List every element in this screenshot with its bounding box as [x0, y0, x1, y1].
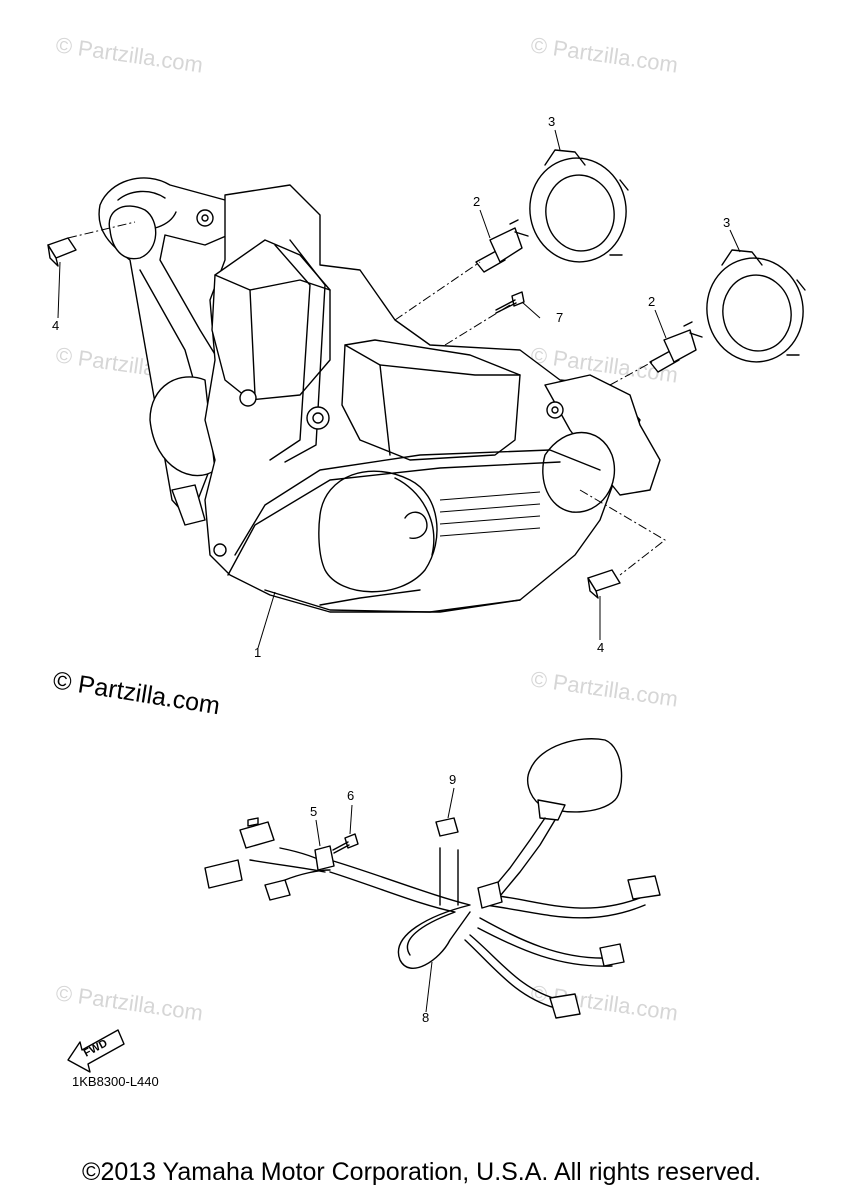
callout-8: 8 [422, 1010, 429, 1025]
bulb-cover-lower [706, 249, 806, 363]
screw-7 [495, 291, 525, 314]
watermark: © Partzilla.com [54, 980, 204, 1025]
clip-lower [587, 569, 621, 599]
callout-leaders [57, 129, 741, 1013]
callout-3-upper: 3 [548, 114, 555, 129]
headlight-assembly [98, 177, 661, 613]
callout-2-upper: 2 [473, 194, 480, 209]
callout-4-upper: 4 [52, 318, 59, 333]
callout-2-lower: 2 [648, 294, 655, 309]
wire-harness [204, 738, 661, 1019]
bulb-cover-upper [529, 149, 629, 263]
watermark-prominent: © Partzilla.com [51, 666, 222, 720]
bulb-upper [475, 219, 529, 273]
callout-5: 5 [310, 804, 317, 819]
clip-upper [47, 237, 77, 267]
watermark: © Partzilla.com [529, 666, 679, 711]
bulb-lower [649, 321, 703, 373]
callout-9: 9 [449, 772, 456, 787]
diagram-code: 1KB8300-L440 [72, 1074, 159, 1089]
callout-7: 7 [556, 310, 563, 325]
callout-4-lower: 4 [597, 640, 604, 655]
watermark: © Partzilla.com [54, 32, 204, 77]
watermark: © Partzilla.com [529, 32, 679, 77]
callout-1: 1 [254, 645, 261, 660]
fwd-arrow-icon: FWD [67, 1029, 125, 1073]
callout-6: 6 [347, 788, 354, 803]
copyright-notice: ©2013 Yamaha Motor Corporation, U.S.A. A… [82, 1158, 761, 1186]
assembly-lines [67, 221, 666, 576]
callout-3-lower: 3 [723, 215, 730, 230]
